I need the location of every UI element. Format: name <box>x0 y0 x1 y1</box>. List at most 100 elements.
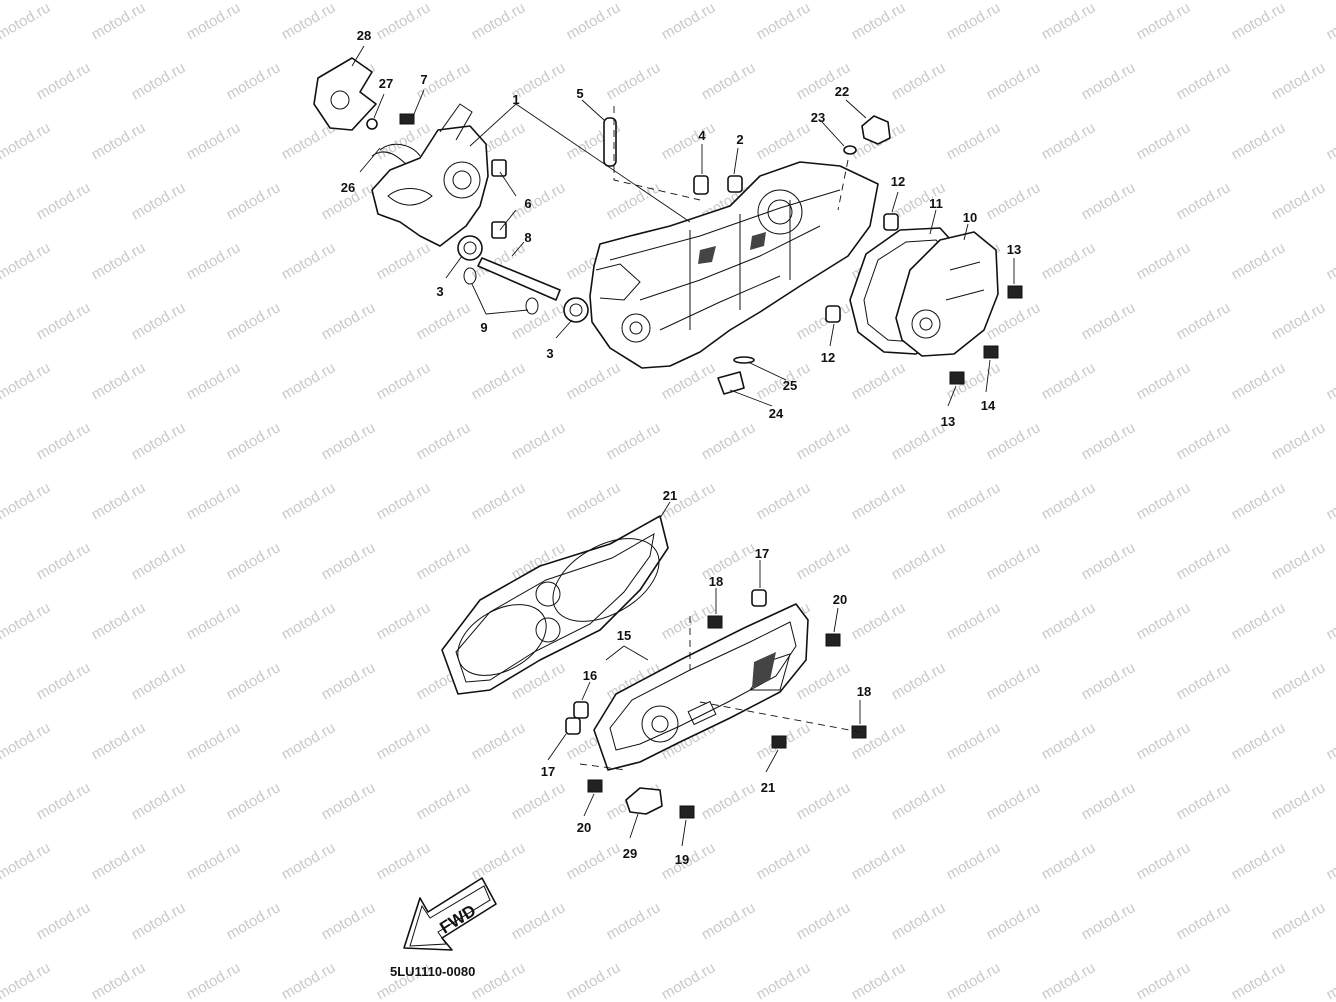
watermark-text: motod.ru <box>1039 359 1099 403</box>
watermark-text: motod.ru <box>319 299 379 343</box>
forward-arrow-icon <box>403 877 497 951</box>
watermark-text: motod.ru <box>34 899 94 943</box>
watermark-text: motod.ru <box>129 659 189 703</box>
watermark-text: motod.ru <box>604 179 664 223</box>
callout-15: 15 <box>617 628 631 643</box>
watermark-text: motod.ru <box>849 839 909 883</box>
watermark-text: motod.ru <box>34 179 94 223</box>
watermark-text: motod.ru <box>1134 599 1194 643</box>
callout-4: 4 <box>698 128 706 143</box>
watermark-text: motod.ru <box>89 719 149 763</box>
watermark-text: motod.ru <box>414 299 474 343</box>
watermark-text: motod.ru <box>469 359 529 403</box>
dowel-17a <box>751 589 767 607</box>
watermark-text: motod.ru <box>564 839 624 883</box>
watermark-text: motod.ru <box>129 899 189 943</box>
watermark-text: motod.ru <box>1229 119 1289 163</box>
bolt-13b <box>949 371 965 385</box>
watermark-text: motod.ru <box>89 239 149 283</box>
callout-18: 18 <box>709 574 723 589</box>
watermark-text: motod.ru <box>1229 599 1289 643</box>
callout-19: 19 <box>675 852 689 867</box>
watermark-text: motod.ru <box>1079 179 1139 223</box>
watermark-text: motod.ru <box>1134 719 1194 763</box>
watermark-text: motod.ru <box>944 119 1004 163</box>
callout-1: 1 <box>512 92 519 107</box>
callout-18: 18 <box>857 684 871 699</box>
watermark-text: motod.ru <box>129 539 189 583</box>
watermark-text: motod.ru <box>1079 659 1139 703</box>
watermark-text: motod.ru <box>1174 299 1234 343</box>
watermark-text: motod.ru <box>509 419 569 463</box>
callout-23: 23 <box>811 110 825 125</box>
watermark-text: motod.ru <box>224 299 284 343</box>
watermark-text: motod.ru <box>374 0 434 43</box>
watermark-text: motod.ru <box>944 959 1004 1002</box>
belt-cover-assembly <box>441 515 867 819</box>
bolt-20b <box>587 779 603 793</box>
watermark-text: motod.ru <box>699 539 759 583</box>
sensor-22 <box>861 115 891 145</box>
callout-16: 16 <box>583 668 597 683</box>
watermark-text: motod.ru <box>984 59 1044 103</box>
watermark-text: motod.ru <box>984 899 1044 943</box>
watermark-text: motod.ru <box>509 779 569 823</box>
watermark-text: motod.ru <box>374 599 434 643</box>
watermark-text: motod.ru <box>184 959 244 1002</box>
watermark-text: motod.ru <box>279 959 339 1002</box>
watermark-text: motod.ru <box>34 779 94 823</box>
watermark-text: motod.ru <box>34 659 94 703</box>
watermark-text: motod.ru <box>1079 779 1139 823</box>
bolt-27 <box>366 118 378 130</box>
watermark-text: motod.ru <box>89 599 149 643</box>
dowel-17b <box>565 717 581 735</box>
watermark-text: motod.ru <box>279 839 339 883</box>
watermark-text: motod.ru <box>1174 899 1234 943</box>
callout-22: 22 <box>835 84 849 99</box>
watermark-text: motod.ru <box>1269 179 1329 223</box>
callout-8: 8 <box>524 230 531 245</box>
watermark-text: motod.ru <box>659 0 719 43</box>
watermark-text: motod.ru <box>1269 899 1329 943</box>
watermark-text: motod.ru <box>89 359 149 403</box>
watermark-text: motod.ru <box>374 239 434 283</box>
watermark-text: motod.ru <box>984 539 1044 583</box>
dowel-2 <box>727 175 743 193</box>
watermark-text: motod.ru <box>754 479 814 523</box>
watermark-text: motod.ru <box>319 779 379 823</box>
watermark-text: motod.ru <box>224 659 284 703</box>
watermark-text: motod.ru <box>1324 479 1336 523</box>
watermark-text: motod.ru <box>224 899 284 943</box>
watermark-text: motod.ru <box>1324 119 1336 163</box>
dowel-12a <box>883 213 899 231</box>
watermark-text: motod.ru <box>1324 959 1336 1002</box>
watermark-text: motod.ru <box>279 239 339 283</box>
watermark-text: motod.ru <box>1039 839 1099 883</box>
washer-25 <box>733 356 755 364</box>
watermark-text: motod.ru <box>279 359 339 403</box>
watermark-text: motod.ru <box>944 839 1004 883</box>
watermark-text: motod.ru <box>564 959 624 1002</box>
watermark-text: motod.ru <box>1079 59 1139 103</box>
watermark-text: motod.ru <box>1269 59 1329 103</box>
watermark-text: motod.ru <box>794 779 854 823</box>
watermark-text: motod.ru <box>1229 959 1289 1002</box>
watermark-text: motod.ru <box>1134 0 1194 43</box>
watermark-text: motod.ru <box>754 839 814 883</box>
watermark-text: motod.ru <box>1134 839 1194 883</box>
watermark-text: motod.ru <box>699 59 759 103</box>
watermark-text: motod.ru <box>319 419 379 463</box>
callout-21: 21 <box>761 780 775 795</box>
watermark-text: motod.ru <box>0 359 53 403</box>
watermark-text: motod.ru <box>1079 299 1139 343</box>
callout-17: 17 <box>541 764 555 779</box>
watermark-text: motod.ru <box>1229 239 1289 283</box>
callout-2: 2 <box>736 132 743 147</box>
watermark-text: motod.ru <box>129 299 189 343</box>
watermark-text: motod.ru <box>224 59 284 103</box>
dowel-6a <box>491 159 507 177</box>
watermark-text: motod.ru <box>1269 419 1329 463</box>
watermark-text: motod.ru <box>699 779 759 823</box>
callout-10: 10 <box>963 210 977 225</box>
